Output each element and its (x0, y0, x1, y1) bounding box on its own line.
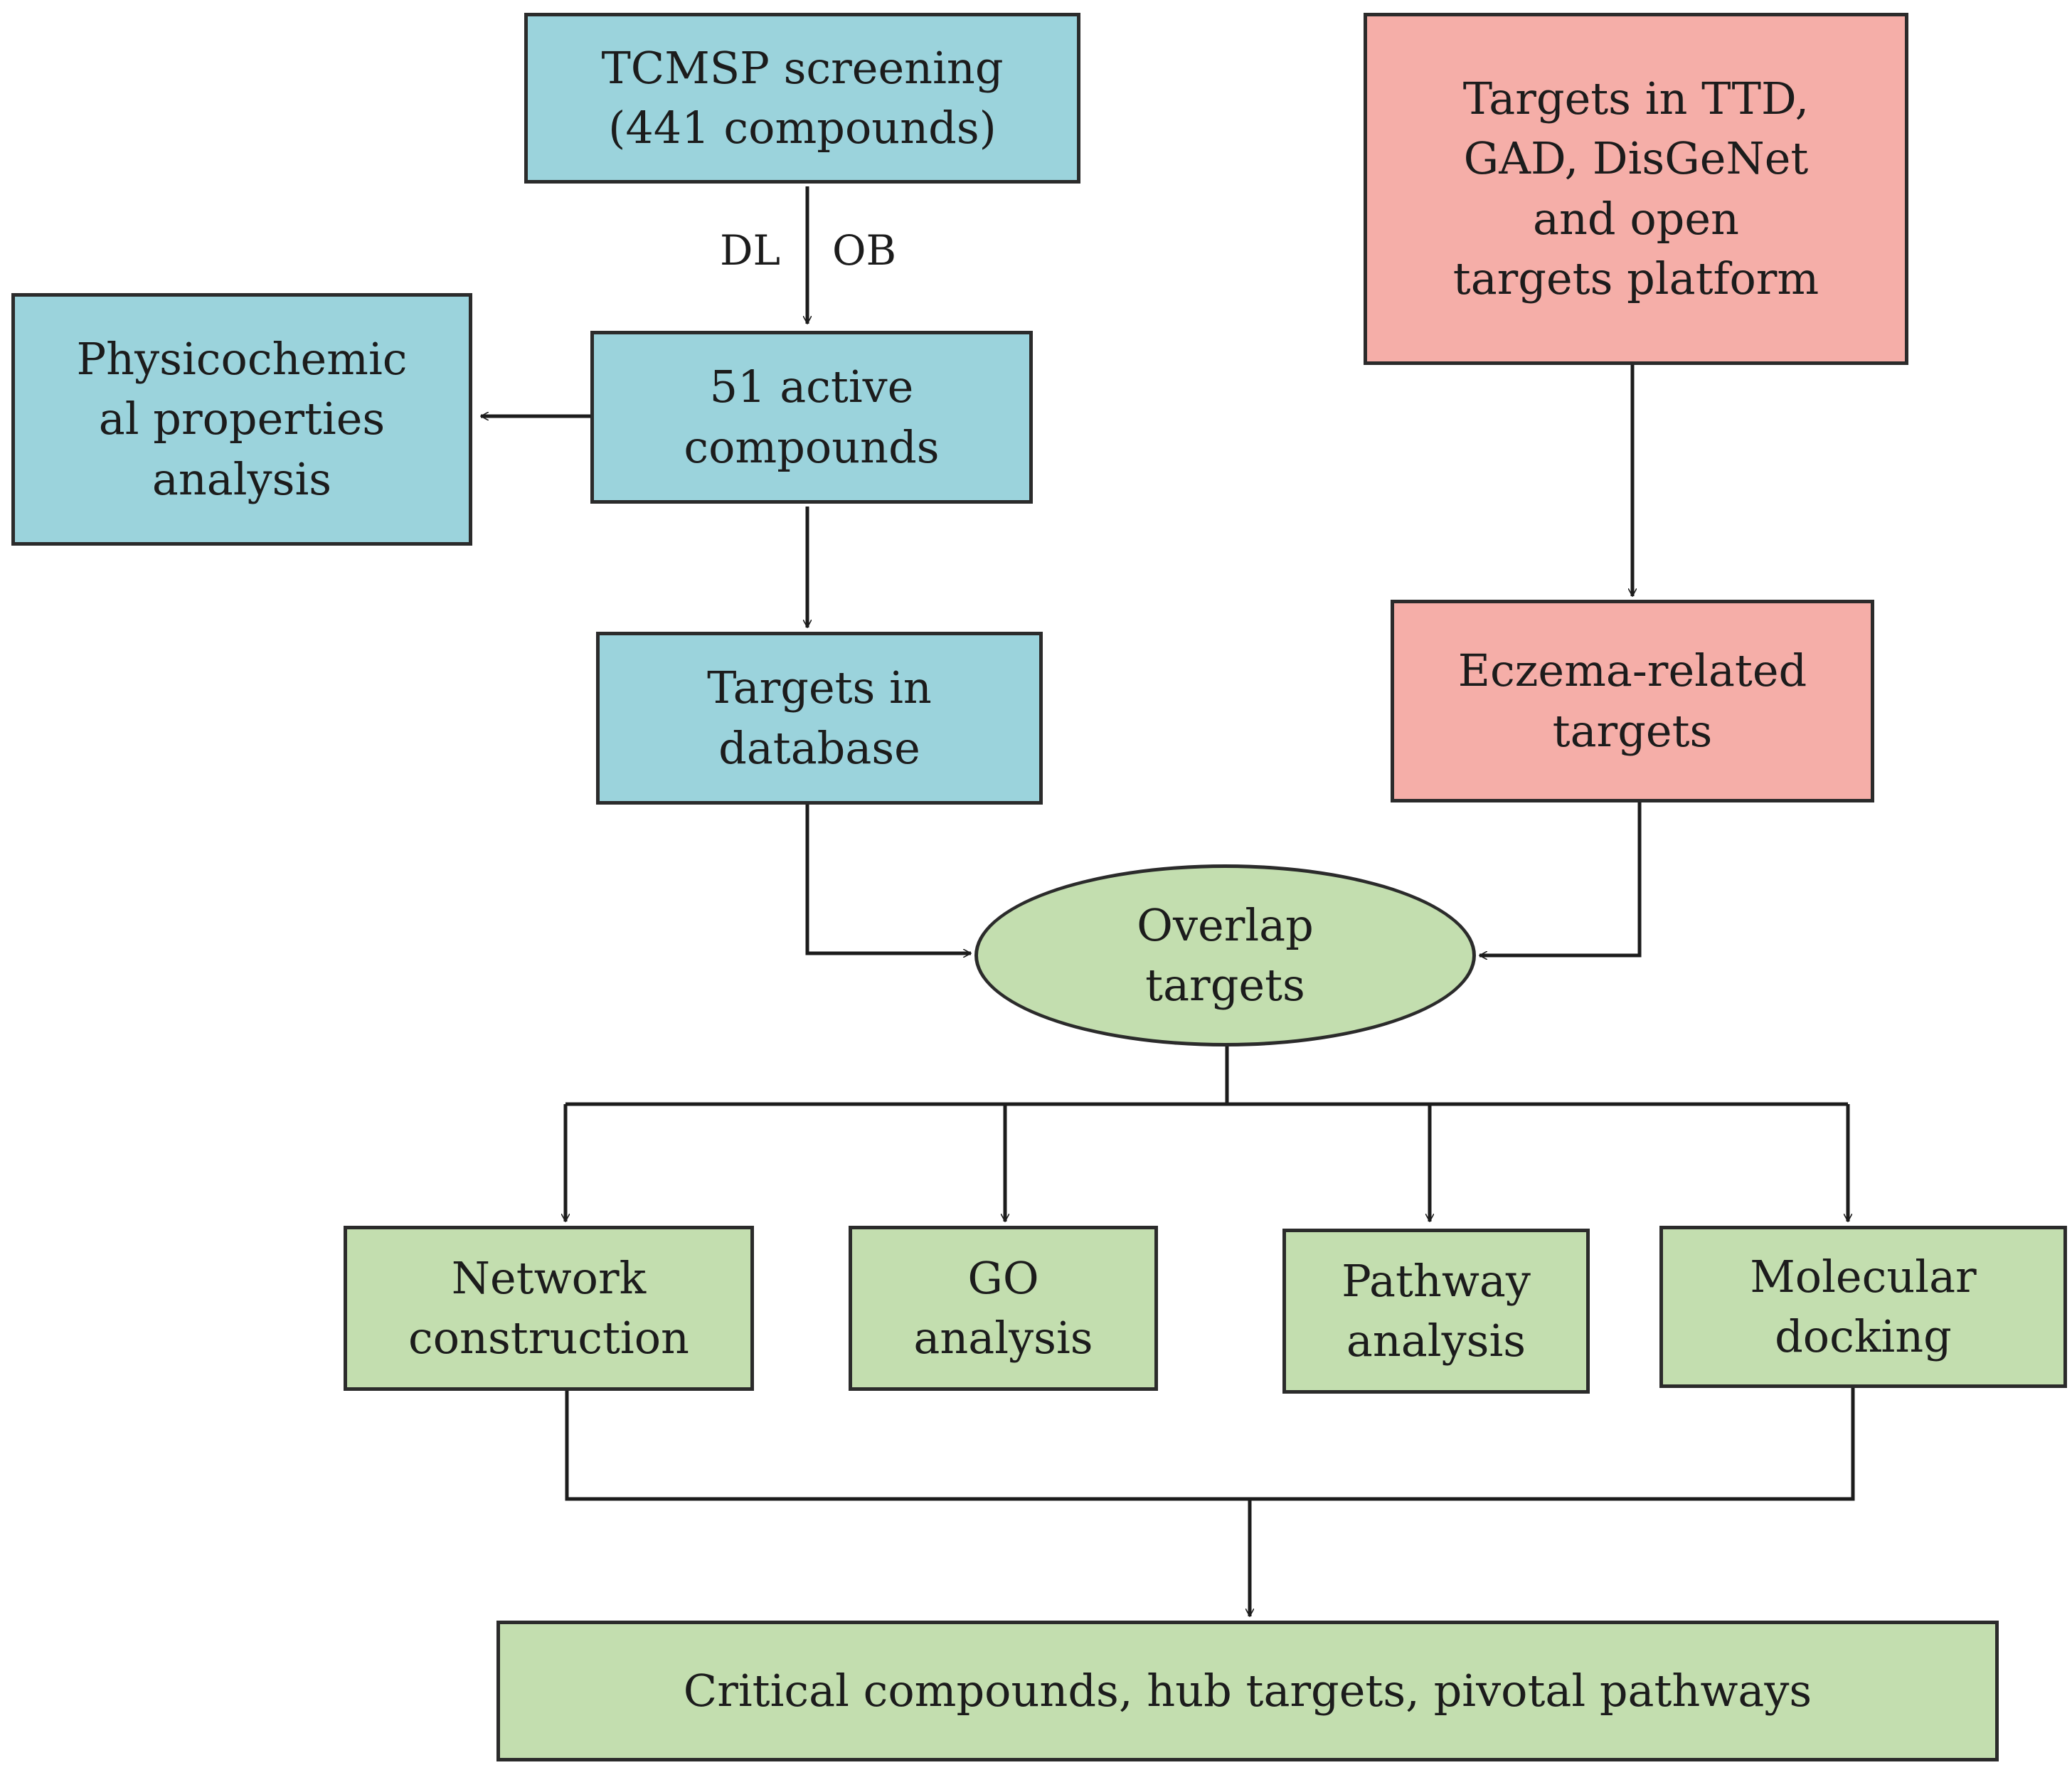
line-network-to-merge (565, 1387, 1855, 1501)
tcmsp-screening-box: TCMSP screening (441 compounds) (524, 13, 1080, 184)
eczema-targets-label: Eczema-related targets (1457, 645, 1807, 757)
go-analysis-label: GO analysis (913, 1251, 1093, 1364)
overlap-targets-label: Overlap targets (1137, 899, 1314, 1011)
active-compounds-label: 51 active compounds (684, 361, 940, 473)
disease-databases-box: Targets in TTD, GAD, DisGeNet and open t… (1364, 13, 1908, 365)
result-box: Critical compounds, hub targets, pivotal… (496, 1621, 1999, 1761)
arrow-targets-db-to-overlap (805, 804, 971, 953)
edge-label-ob: OB (832, 226, 897, 275)
result-label: Critical compounds, hub targets, pivotal… (683, 1664, 1812, 1717)
targets-in-database-box: Targets in database (596, 632, 1043, 805)
network-construction-box: Network construction (344, 1226, 754, 1391)
network-construction-label: Network construction (408, 1251, 689, 1364)
eczema-targets-box: Eczema-related targets (1391, 600, 1874, 802)
overlap-targets-ellipse: Overlap targets (974, 864, 1476, 1046)
pathway-analysis-label: Pathway analysis (1342, 1254, 1531, 1367)
go-analysis-box: GO analysis (849, 1226, 1158, 1391)
physicochemical-analysis-box: Physicochemic al properties analysis (11, 293, 472, 546)
arrow-eczema-to-overlap (1479, 802, 1642, 955)
molecular-docking-label: Molecular docking (1750, 1250, 1977, 1362)
edge-label-dl: DL (720, 226, 781, 275)
physicochemical-analysis-label: Physicochemic al properties analysis (76, 333, 408, 505)
molecular-docking-box: Molecular docking (1659, 1226, 2067, 1388)
disease-databases-label: Targets in TTD, GAD, DisGeNet and open t… (1452, 72, 1819, 304)
tcmsp-screening-label: TCMSP screening (441 compounds) (601, 41, 1004, 154)
active-compounds-box: 51 active compounds (590, 331, 1033, 504)
targets-in-database-label: Targets in database (707, 662, 932, 774)
pathway-analysis-box: Pathway analysis (1282, 1229, 1590, 1394)
